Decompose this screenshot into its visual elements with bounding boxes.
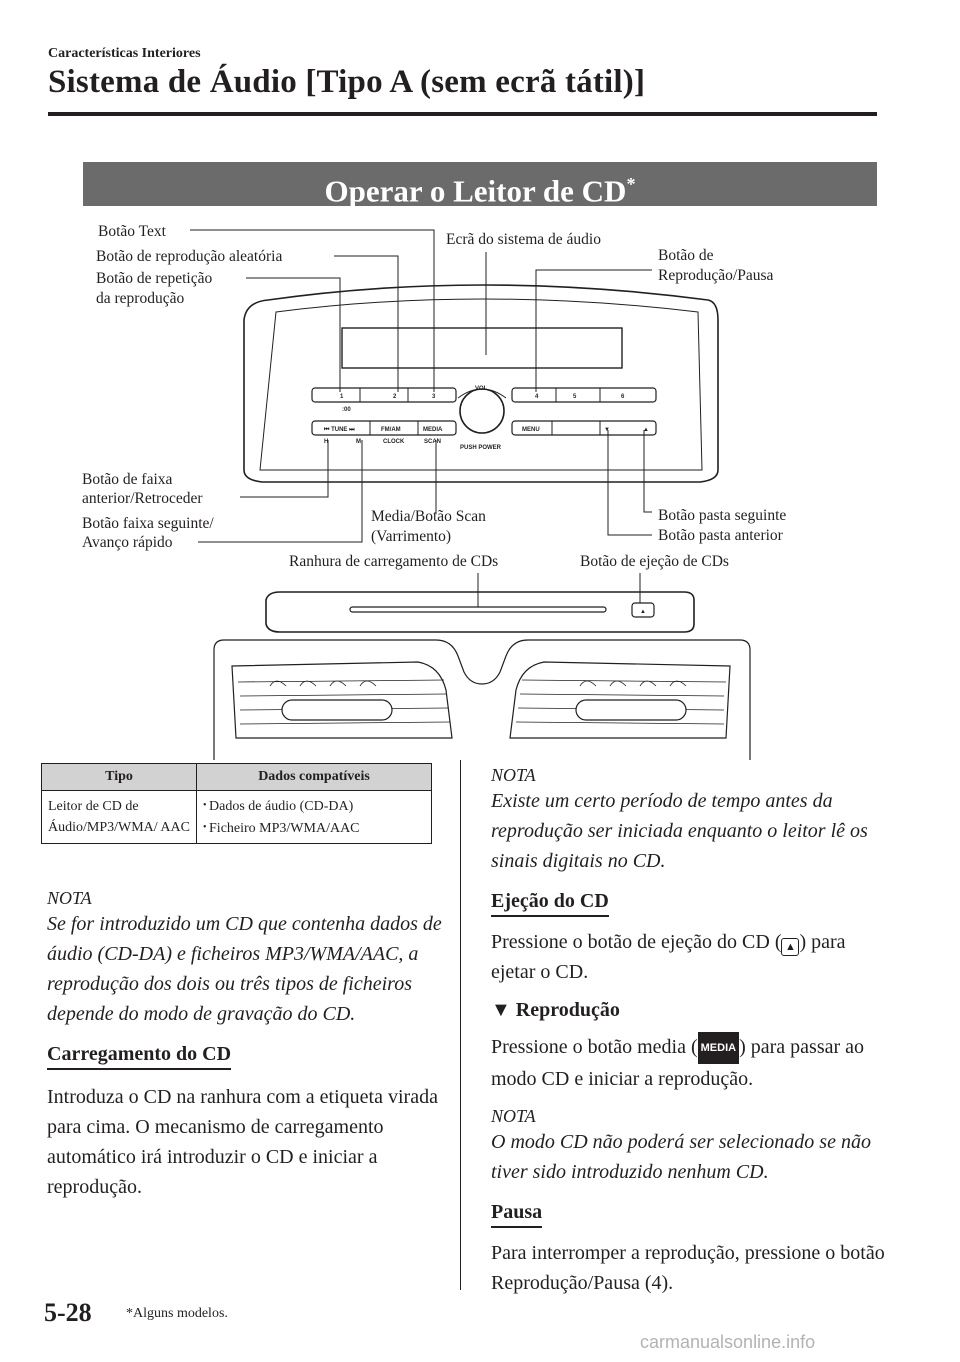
preset-1: 1 — [340, 394, 344, 400]
cell-data: Dados de áudio (CD-DA) Ficheiro MP3/WMA/… — [196, 790, 432, 844]
clock-00-label: :00 — [342, 407, 351, 413]
loading-text: Introduza o CD na ranhura com a etiqueta… — [47, 1086, 438, 1198]
label-media-scan-2: (Varrimento) — [371, 528, 451, 545]
eject-icon: ▲ — [640, 609, 646, 615]
pause-heading: Pausa — [491, 1201, 543, 1228]
eject-button — [631, 602, 655, 618]
clock-label: CLOCK — [383, 439, 405, 445]
volume-knob — [459, 388, 505, 434]
label-track-back-1: Botão de faixa — [82, 471, 173, 488]
note-heading: NOTA — [47, 888, 92, 908]
leader-lines — [190, 229, 652, 607]
m-label: M — [356, 439, 361, 445]
section-banner: Operar o Leitor de CD* — [83, 162, 877, 209]
preset-6: 6 — [621, 394, 625, 400]
scan-label: SCAN — [424, 439, 441, 445]
vent-knob-right — [575, 699, 687, 721]
note-text: Existe um certo período de tempo antes d… — [491, 790, 868, 872]
eject-icon: ▲ — [781, 938, 800, 956]
function-row-left — [311, 420, 457, 436]
vol-label: VOL — [475, 386, 488, 392]
preset-5: 5 — [573, 394, 577, 400]
header-type: Tipo — [41, 763, 197, 791]
list-item: Ficheiro MP3/WMA/AAC — [203, 817, 425, 839]
list-item: Dados de áudio (CD-DA) — [203, 795, 425, 817]
label-repeat-button-1: Botão de repetição — [96, 270, 212, 287]
note-text: Se for introduzido um CD que contenha da… — [47, 913, 442, 1025]
pause-text: Para interromper a reprodução, pressione… — [491, 1242, 885, 1294]
triangle-icon: ▼ — [491, 999, 511, 1021]
column-divider — [460, 760, 461, 1290]
label-text-button: Botão Text — [98, 223, 167, 240]
label-cd-slot: Ranhura de carregamento de CDs — [289, 553, 498, 570]
label-random-button: Botão de reprodução aleatória — [96, 248, 282, 265]
function-row-right — [511, 420, 657, 436]
loading-heading: Carregamento do CD — [47, 1043, 232, 1070]
arrow-down-icon: ▼ — [604, 427, 610, 433]
label-folder-prev: Botão pasta anterior — [658, 527, 784, 544]
playback-text: Pressione o botão media (MEDIA) para pas… — [491, 1032, 886, 1094]
section-label: Características Interiores — [48, 46, 201, 61]
table-row: Leitor de CD de Áudio/MP3/WMA/ AAC Dados… — [41, 790, 432, 844]
preset-row-left — [311, 387, 457, 403]
fmam-label: FM/AM — [381, 427, 401, 433]
watermark: carmanualsonline.info — [640, 1332, 816, 1352]
audio-unit-bezel — [259, 298, 703, 471]
table-header-row: Tipo Dados compatíveis — [41, 763, 432, 791]
left-column: NOTA Se for introduzido um CD que conten… — [47, 888, 442, 1202]
chapter-title: Sistema de Áudio [Tipo A (sem ecrã tátil… — [48, 64, 646, 100]
label-media-scan-1: Media/Botão Scan — [371, 508, 486, 525]
note-heading: NOTA — [491, 1106, 536, 1126]
media-label: MEDIA — [423, 427, 443, 433]
radio-diagram: VOL PUSH POWER 1 2 3 :00 4 5 6 ⏮ TUNE ⏭ … — [82, 223, 786, 760]
playback-heading: ▼ Reprodução — [491, 999, 620, 1021]
note-heading: NOTA — [491, 765, 536, 785]
header-data: Dados compatíveis — [196, 763, 432, 791]
vent-knob-left — [281, 699, 393, 721]
cd-slot — [349, 606, 607, 613]
footnote: *Alguns modelos. — [126, 1306, 228, 1321]
arrow-up-icon: ▲ — [643, 427, 649, 433]
label-play-pause-2: Reprodução/Pausa — [658, 267, 773, 284]
eject-heading: Ejeção do CD — [491, 890, 609, 917]
push-power-label: PUSH POWER — [460, 445, 502, 451]
menu-label: MENU — [522, 427, 540, 433]
preset-3: 3 — [432, 394, 436, 400]
label-track-fwd-1: Botão faixa seguinte/ — [82, 515, 214, 532]
cell-type: Leitor de CD de Áudio/MP3/WMA/ AAC — [41, 790, 197, 844]
label-track-back-2: anterior/Retroceder — [82, 490, 203, 507]
label-repeat-button-2: da reprodução — [96, 290, 184, 307]
banner-marker: * — [626, 174, 636, 194]
label-play-pause-1: Botão de — [658, 247, 714, 264]
page-number: 5-28 — [44, 1298, 92, 1327]
banner-title: Operar o Leitor de CD — [324, 173, 627, 209]
header-rule — [48, 112, 877, 116]
audio-unit-body — [243, 284, 719, 483]
compatibility-table: Tipo Dados compatíveis Leitor de CD de Á… — [41, 763, 432, 844]
preset-row-right — [511, 387, 657, 403]
label-track-fwd-2: Avanço rápido — [82, 534, 173, 551]
label-folder-next: Botão pasta seguinte — [658, 507, 786, 524]
right-column: NOTA Existe um certo período de tempo an… — [491, 765, 886, 1298]
audio-display — [341, 327, 623, 369]
eject-text: Pressione o botão de ejeção do CD (▲) pa… — [491, 931, 846, 983]
dashboard-outline — [213, 639, 751, 760]
preset-2: 2 — [393, 394, 397, 400]
tune-label: ⏮ TUNE ⏭ — [324, 427, 355, 433]
media-chip-icon: MEDIA — [697, 1032, 740, 1064]
note-text: O modo CD não poderá ser selecionado se … — [491, 1131, 871, 1183]
label-eject: Botão de ejeção de CDs — [580, 553, 729, 570]
preset-4: 4 — [535, 394, 539, 400]
h-label: H — [324, 439, 328, 445]
label-display: Ecrã do sistema de áudio — [446, 231, 601, 248]
